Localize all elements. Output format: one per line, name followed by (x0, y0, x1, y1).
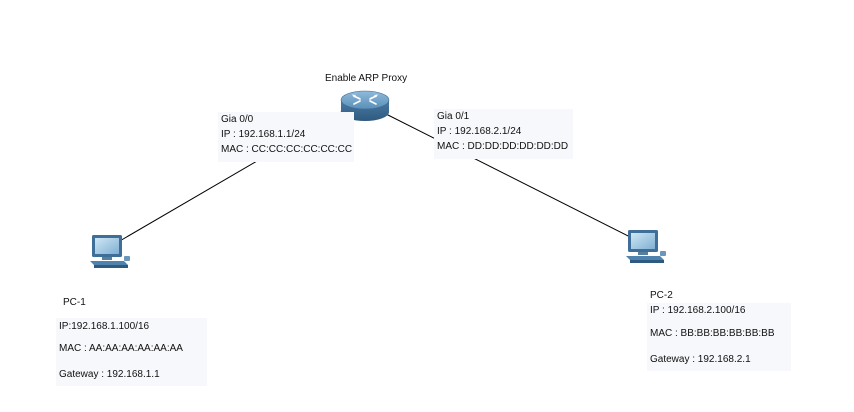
if0-mac: MAC : CC:CC:CC:CC:CC:CC (221, 144, 353, 155)
pc1-name: PC-1 (63, 297, 86, 308)
pc1-device[interactable] (88, 234, 132, 274)
pc-icon (90, 235, 130, 268)
link-router-pc2[interactable] (385, 113, 641, 243)
pc2-gateway: Gateway : 192.168.2.1 (650, 354, 751, 365)
router-note: Enable ARP Proxy (325, 73, 408, 84)
router-if0-label: Gia 0/0 IP : 192.168.1.1/24 MAC : CC:CC:… (218, 112, 354, 162)
if1-mac: MAC : DD:DD:DD:DD:DD:DD (437, 141, 569, 152)
if1-ip: IP : 192.168.2.1/24 (437, 126, 522, 137)
if1-name: Gia 0/1 (437, 111, 470, 122)
pc2-name: PC-2 (650, 290, 673, 301)
pc1-info: IP:192.168.1.100/16 MAC : AA:AA:AA:AA:AA… (56, 318, 207, 386)
router-if1-label: Gia 0/1 IP : 192.168.2.1/24 MAC : DD:DD:… (434, 109, 573, 159)
if0-name: Gia 0/0 (221, 114, 254, 125)
pc1-mac: MAC : AA:AA:AA:AA:AA:AA (59, 343, 183, 354)
pc2-device[interactable] (624, 229, 668, 269)
pc2-info: IP : 192.168.2.100/16 MAC : BB:BB:BB:BB:… (647, 303, 791, 371)
pc1-gateway: Gateway : 192.168.1.1 (59, 369, 160, 380)
pc1-ip: IP:192.168.1.100/16 (59, 321, 150, 332)
pc-icon (626, 230, 666, 263)
pc2-ip: IP : 192.168.2.100/16 (650, 305, 746, 316)
pc2-mac: MAC : BB:BB:BB:BB:BB:BB (650, 328, 775, 339)
if0-ip: IP : 192.168.1.1/24 (221, 129, 306, 140)
